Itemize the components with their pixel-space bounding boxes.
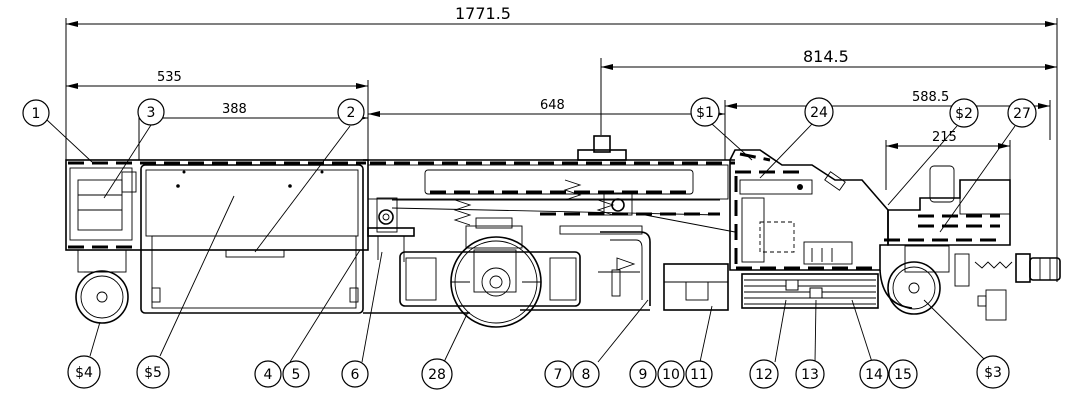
balloon-28: 28 [421,358,453,390]
balloon-s5-label: $5 [144,365,162,381]
balloon-9-label: 9 [639,367,648,383]
balloon-5-label: 5 [292,367,301,383]
balloon-2: 2 [337,98,365,126]
balloon-s4: $4 [67,355,101,389]
balloon-3: 3 [137,98,165,126]
balloon-3-label: 3 [147,105,156,121]
balloon-s3-label: $3 [984,365,1002,381]
dim-left-section: 535 [157,70,182,85]
balloon-11: 11 [685,360,713,388]
balloon-28-label: 28 [428,367,446,383]
balloon-7-label: 7 [554,367,563,383]
balloon-1-label: 1 [32,106,41,122]
dim-right-section: 814.5 [803,47,849,66]
balloon-27-label: 27 [1013,106,1031,122]
balloon-1: 1 [22,99,50,127]
balloon-13-label: 13 [801,367,819,383]
dim-overall: 1771.5 [455,4,511,23]
balloon-24: 24 [804,97,834,127]
balloon-s4-label: $4 [75,365,93,381]
balloon-5: 5 [282,360,310,388]
balloon-11-label: 11 [690,367,708,383]
balloon-s1: $1 [690,97,720,127]
balloon-13: 13 [795,359,825,389]
balloon-s1-label: $1 [696,105,714,121]
dim-middle-span: 648 [540,98,565,113]
dim-rear-span: 588.5 [912,90,949,105]
balloon-4: 4 [254,360,282,388]
balloon-s3: $3 [976,355,1010,389]
balloon-7: 7 [544,360,572,388]
balloon-12-label: 12 [755,367,773,383]
balloon-4-label: 4 [264,367,273,383]
machine-body [65,135,1061,328]
dim-box-width: 388 [222,102,247,117]
balloon-s5: $5 [136,355,170,389]
balloon-12: 12 [749,359,779,389]
balloon-15: 15 [888,359,918,389]
balloon-6: 6 [341,360,369,388]
balloon-2-label: 2 [347,105,356,121]
balloon-15-label: 15 [894,367,912,383]
leader-lines [46,119,1016,363]
balloon-14: 14 [859,359,889,389]
balloon-6-label: 6 [351,367,360,383]
balloon-10-label: 10 [662,367,680,383]
balloon-s2-label: $2 [955,106,973,122]
dim-rear-small: 215 [932,130,957,145]
dimension-lines [65,18,1058,282]
balloon-8-label: 8 [582,367,591,383]
balloon-8: 8 [572,360,600,388]
balloon-9: 9 [629,360,657,388]
balloon-s2: $2 [949,98,979,128]
balloon-14-label: 14 [865,367,883,383]
balloon-10: 10 [657,360,685,388]
balloon-24-label: 24 [810,105,828,121]
dimension-labels: 1771.5 814.5 535 388 648 588.5 215 [157,4,957,145]
balloon-27: 27 [1007,98,1037,128]
